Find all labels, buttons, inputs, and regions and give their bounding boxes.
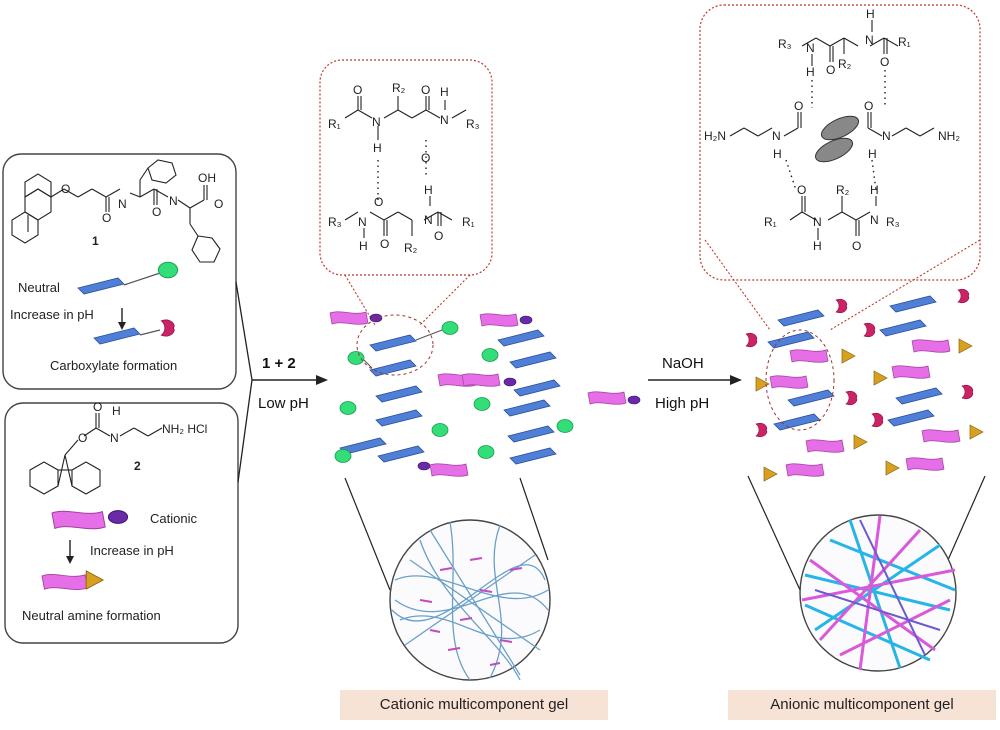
step2-reagent: NaOH [662, 355, 704, 372]
purple-head [107, 510, 129, 524]
carboxylate-label: Carboxylate formation [50, 358, 177, 373]
nh2-label: NH₂ [938, 129, 960, 143]
n-bot-1: N [358, 215, 367, 229]
o-mid: O [421, 151, 430, 165]
step1-reagent: 1 + 2 [262, 355, 296, 372]
rn-bot-2: N [870, 213, 879, 227]
step2-condition: High pH [655, 395, 709, 412]
rh-top-1: H [806, 65, 815, 79]
ro-bot-2: O [852, 239, 861, 253]
rr1-bot: R₁ [764, 215, 777, 229]
acid-oh: OH [198, 171, 216, 185]
left-inset [319, 59, 493, 276]
rn-mid-2: N [882, 129, 891, 143]
o-top-1: O [353, 83, 362, 97]
neutral-amine-label: Neutral amine formation [22, 608, 161, 623]
aromatic-stack [814, 115, 860, 163]
cationic-gel-network [389, 519, 551, 681]
rn-mid-1: N [772, 129, 781, 143]
ro-top-1: O [826, 63, 835, 77]
h-top-2: H [440, 85, 449, 99]
n-top-1: N [372, 115, 381, 129]
rr2-top: R₂ [838, 57, 852, 71]
increase-ph-1: Increase in pH [10, 307, 94, 322]
left-fiber-cluster [329, 311, 641, 477]
carbamate-carbonyl: O [93, 400, 102, 414]
cationic-gel-label: Cationic multicomponent gel [340, 690, 608, 720]
increase-ph-2: Increase in pH [90, 543, 174, 558]
r2-top: R₂ [392, 81, 406, 95]
amide-n: N [118, 197, 127, 211]
anionic-gel-network [799, 514, 957, 672]
acid-o: O [214, 197, 223, 211]
compound-1-box [2, 153, 237, 390]
ro-top-2: O [880, 55, 889, 69]
cationic-tape [51, 510, 106, 530]
green-head [157, 261, 179, 279]
h-top-1: H [373, 141, 382, 155]
compound-1-number: 1 [92, 234, 99, 248]
carbamate-oxygen: O [78, 431, 87, 445]
ro-mid-1: O [794, 99, 803, 113]
ro-mid-2: O [864, 99, 873, 113]
neutral-label: Neutral [18, 280, 60, 295]
rh-top-2: H [866, 7, 875, 21]
rr2-bot: R₂ [836, 183, 850, 197]
h2n-label: H₂N [704, 129, 726, 143]
r2-bot: R₂ [404, 241, 418, 255]
rn-top-2: N [865, 33, 874, 47]
rh-bot-2: H [870, 183, 879, 197]
n-bot-2: N [424, 213, 433, 227]
n-top-2: N [440, 113, 449, 127]
carbamate-h: H [112, 404, 121, 418]
rr1-top: R₁ [898, 35, 911, 49]
right-fiber-cluster [745, 288, 984, 482]
carbonyl-oxygen-2: O [152, 205, 161, 219]
rh-mid-2: H [868, 147, 877, 161]
r1-bot: R₁ [462, 215, 475, 229]
ro-bot-1: O [797, 183, 806, 197]
rh-mid-1: H [773, 147, 782, 161]
step1-condition: Low pH [258, 395, 309, 412]
neutral-amine-tape [41, 574, 89, 590]
ether-oxygen: O [61, 182, 70, 196]
rn-top-1: N [806, 41, 815, 55]
compound-2-number: 2 [134, 459, 141, 473]
cationic-label: Cationic [150, 511, 197, 526]
h-bot-1: H [359, 239, 368, 253]
compound-1-structure [11, 159, 221, 263]
o-bot-2: O [380, 237, 389, 251]
rn-bot-1: N [813, 215, 822, 229]
compound-2-structure [29, 413, 163, 495]
h-bot-2: H [424, 183, 433, 197]
r1-top: R₁ [328, 117, 341, 131]
rr3-bot: R₃ [886, 215, 900, 229]
rr3-top: R₃ [778, 37, 792, 51]
r3-top: R₃ [466, 117, 480, 131]
anionic-gel-label: Anionic multicomponent gel [728, 690, 996, 720]
carbonyl-oxygen: O [102, 211, 111, 225]
r3-bot: R₃ [328, 215, 342, 229]
ammonium-label: NH₂ HCl [162, 422, 207, 436]
o-bot-3: O [434, 229, 443, 243]
rh-bot-1: H [813, 239, 822, 253]
carbamate-n: N [110, 431, 119, 445]
amide-n-2: N [169, 194, 178, 208]
o-bot-1: O [374, 195, 383, 209]
o-top-2: O [421, 83, 430, 97]
